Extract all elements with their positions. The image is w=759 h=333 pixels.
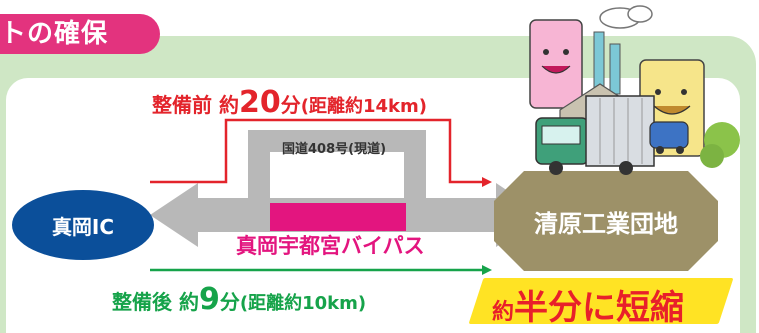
after-minutes: 9 (198, 282, 220, 317)
summary-main: 半分に短縮 (514, 288, 685, 328)
before-time-label: 整備前 約20分(距離約14km) (152, 85, 427, 120)
before-approx: 約 (218, 93, 239, 117)
current-road-label: 国道408号(現道) (282, 142, 387, 157)
after-unit: 分 (219, 290, 240, 314)
before-unit: 分 (280, 93, 301, 117)
destination-node: 清原工業団地 (494, 171, 718, 271)
after-approx: 約 (178, 290, 199, 314)
origin-node: 真岡IC (12, 190, 154, 260)
after-route-arrow (150, 265, 492, 275)
destination-label: 清原工業団地 (534, 209, 678, 238)
section-title-tab: トの確保 (0, 14, 160, 54)
section-title: トの確保 (0, 19, 109, 49)
before-route-arrow (150, 118, 492, 187)
before-distance: (距離約14km) (300, 96, 427, 117)
after-distance: (距離約10km) (239, 293, 367, 314)
bypass-label: 真岡宇都宮バイパス (236, 234, 425, 258)
summary-text: 約半分に短縮 (492, 280, 684, 329)
after-time-label: 整備後 約9分(距離約10km) (112, 282, 366, 317)
after-prefix: 整備後 (112, 290, 172, 314)
summary-lead: 約 (492, 300, 515, 325)
current-road-loop (248, 130, 426, 199)
bypass-bar (270, 203, 406, 231)
destination-node-shape (494, 171, 718, 271)
before-minutes: 20 (238, 85, 281, 120)
before-prefix: 整備前 (152, 93, 212, 117)
factory-illustration (529, 5, 740, 175)
origin-label: 真岡IC (51, 214, 115, 239)
